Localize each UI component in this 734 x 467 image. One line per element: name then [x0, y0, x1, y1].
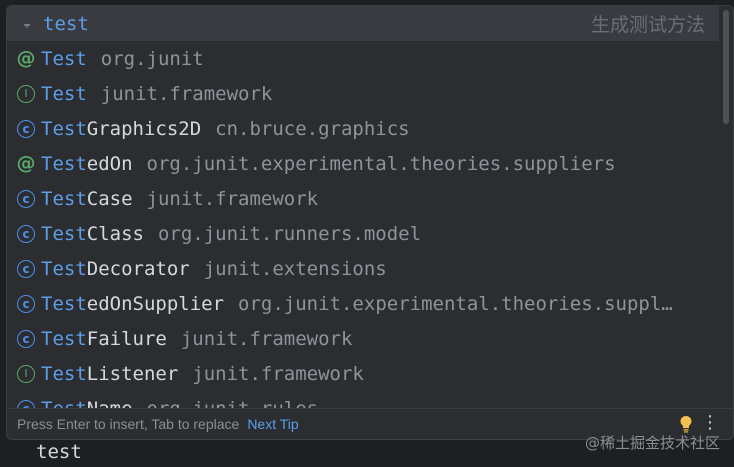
annotation-icon: @	[16, 47, 36, 69]
completion-item-package: junit.framework	[146, 187, 319, 210]
completion-item-hint: 生成测试方法	[590, 14, 705, 36]
completion-item-match: test	[43, 12, 89, 35]
class-icon: c	[17, 119, 35, 138]
completion-item-match: Test	[41, 257, 87, 280]
completion-item-package: org.junit	[100, 47, 204, 70]
completion-item-name: Case	[86, 187, 133, 210]
completion-item-match: Test	[41, 362, 87, 385]
completion-item-package: junit.framework	[180, 327, 353, 350]
class-icon: c	[17, 329, 35, 348]
interface-icon: I	[17, 364, 35, 383]
completion-footer: Press Enter to insert, Tab to replace Ne…	[7, 408, 733, 439]
completion-item-package: junit.extensions	[203, 257, 387, 280]
completion-item-match: Test	[41, 152, 87, 175]
completion-item-package: org.junit.runners.model	[157, 222, 422, 245]
annotation-icon: @	[16, 152, 36, 174]
completion-item-name: Class	[86, 222, 144, 245]
completion-item-name: Failure	[86, 327, 167, 350]
completion-item-name: Listener	[86, 362, 179, 385]
footer-hint-text: Press Enter to insert, Tab to replace	[17, 416, 240, 432]
lightbulb-icon[interactable]	[679, 415, 693, 433]
completion-item-match: Test	[41, 82, 87, 105]
interface-icon: I	[17, 84, 35, 103]
completion-item-match: Test	[41, 117, 87, 140]
class-icon: c	[17, 259, 35, 278]
completion-item-package: cn.bruce.graphics	[215, 117, 410, 140]
completion-item[interactable]: ⨪ test 生成测试方法	[7, 6, 719, 41]
completion-item-name: Decorator	[86, 257, 190, 280]
completion-item-package: org.junit.experimental.theories.supplier…	[146, 152, 616, 175]
completion-item-match: Test	[41, 47, 87, 70]
next-tip-link[interactable]: Next Tip	[247, 416, 299, 432]
completion-item-package: org.junit.experimental.theories.suppl…	[238, 292, 673, 315]
completion-item-name: edOnSupplier	[86, 292, 225, 315]
live-template-icon: ⨪	[23, 16, 31, 31]
completion-item-match: Test	[41, 187, 87, 210]
completion-item-match: Test	[41, 397, 87, 410]
completion-item-name: Name	[86, 397, 133, 410]
completion-item-name: Graphics2D	[86, 117, 202, 140]
class-icon: c	[17, 224, 35, 243]
class-icon: c	[17, 189, 35, 208]
completion-item-match: Test	[41, 222, 87, 245]
completion-item-match: Test	[41, 292, 87, 315]
completion-item-package: junit.framework	[192, 362, 364, 385]
completion-item[interactable]: @Test org.junit	[7, 41, 719, 76]
completion-item-name: edOn	[86, 152, 133, 175]
watermark: @稀土掘金技术社区	[584, 434, 720, 452]
more-vertical-icon[interactable]: ⋮	[701, 412, 719, 433]
completion-item-match: Test	[41, 327, 87, 350]
completion-item-package: junit.framework	[100, 82, 273, 105]
class-icon: c	[17, 294, 35, 313]
completion-item[interactable]: I Test junit.framework	[7, 76, 719, 111]
scrollbar[interactable]	[723, 10, 729, 124]
editor-typed-text[interactable]: test	[36, 441, 82, 463]
